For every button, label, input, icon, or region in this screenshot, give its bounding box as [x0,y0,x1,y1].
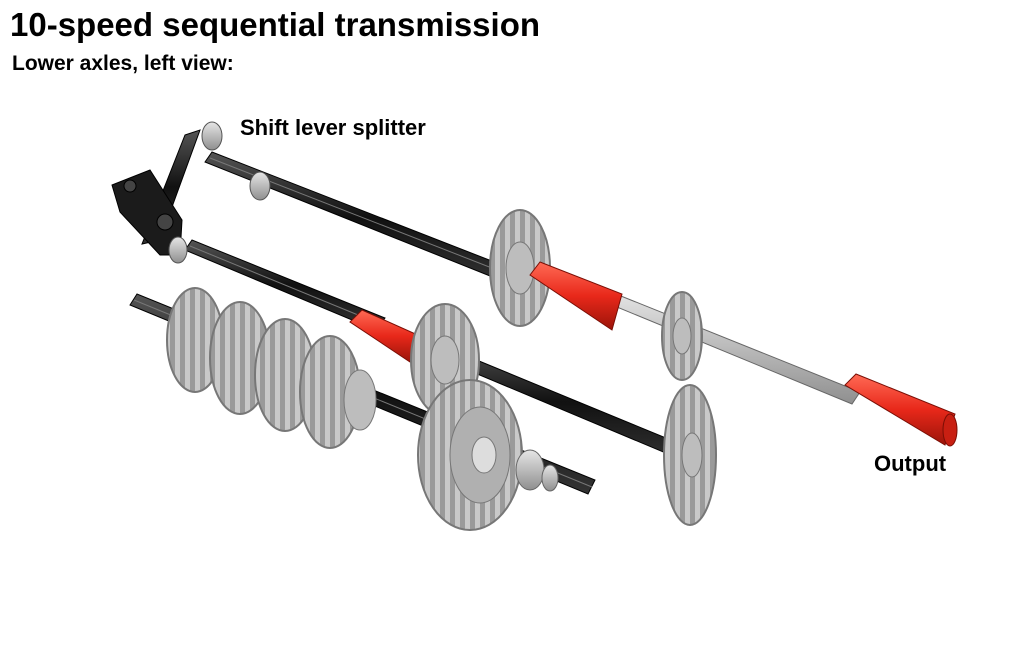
shift-lever-splitter [111,121,271,264]
shift-lever-splitter-label: Shift lever splitter [240,115,426,140]
output-label: Output [874,451,947,476]
upper-large-gear [489,209,551,327]
gear-cluster [166,287,377,449]
lower-bushing [515,449,559,492]
diagram-title: 10-speed sequential transmission [10,6,541,43]
output-axle [599,289,861,405]
output-small-gear [661,291,703,381]
diagram-subtitle: Lower axles, left view: [12,52,234,75]
output-red-connector [844,373,958,447]
middle-axle [184,239,386,331]
right-gear [663,384,717,526]
upper-red-connector [529,261,623,331]
lower-large-gear [417,379,523,531]
